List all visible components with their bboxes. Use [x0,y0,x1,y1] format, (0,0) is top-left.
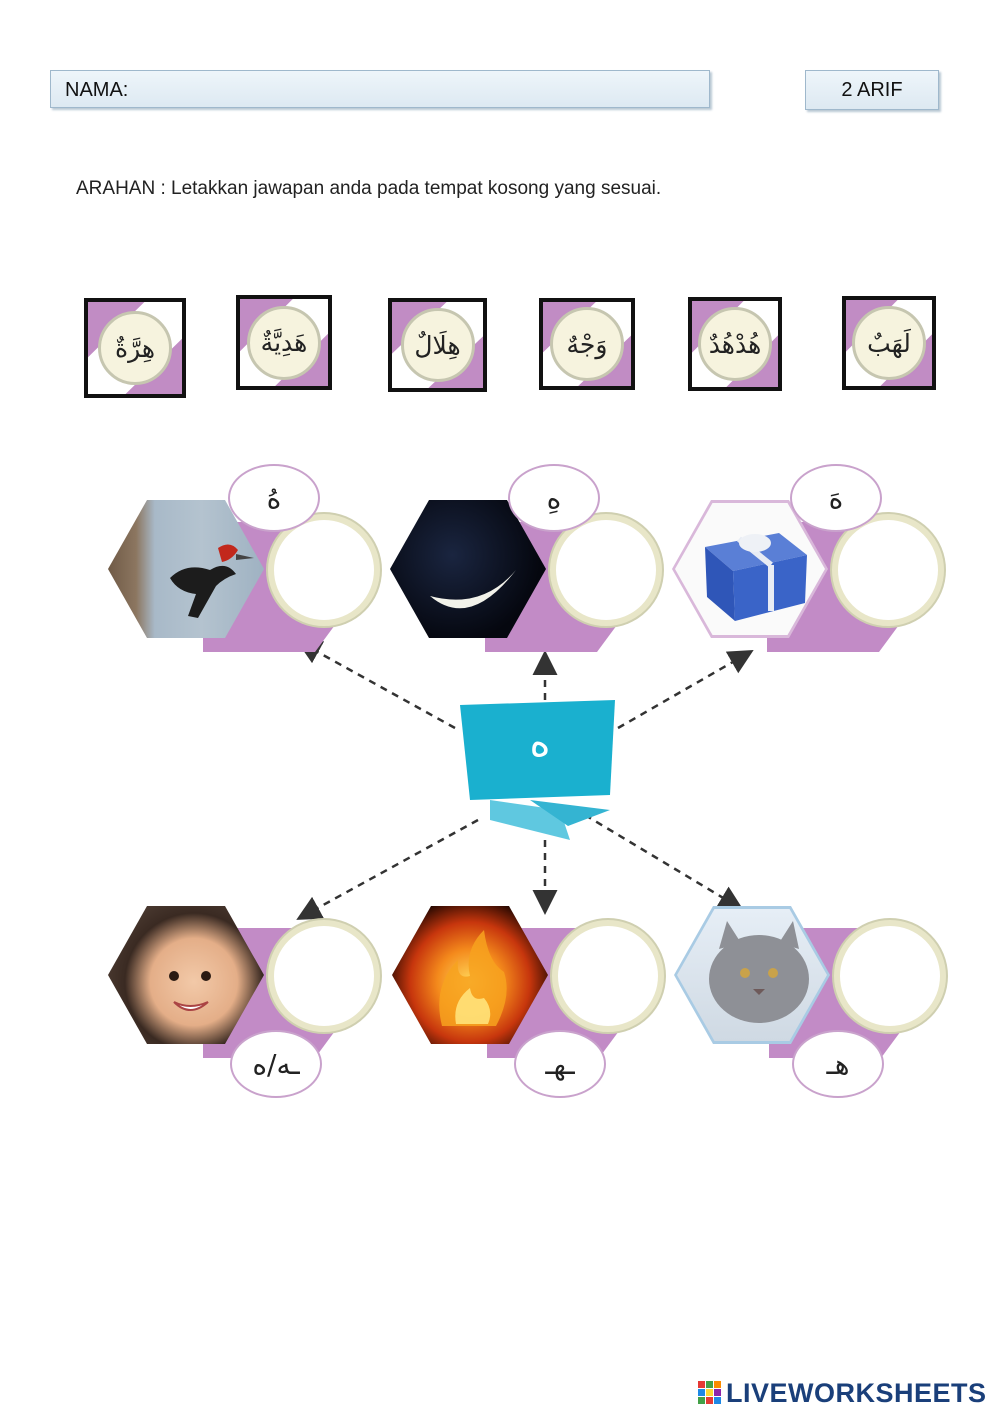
fire-image [392,906,548,1044]
drop-zone-mid[interactable] [552,920,664,1032]
class-label: 2 ARIF [841,79,903,101]
instruction-text: ARAHAN : Letakkan jawapan anda pada temp… [76,178,662,199]
card-word: هَدِيَّةٌ [247,305,321,380]
liveworksheets-logo-icon [698,1381,721,1404]
card-word: هِرَّةٌ [98,311,172,385]
gift-box-icon [705,533,807,621]
card-word: لَهَبٌ [852,306,926,380]
drop-group-end: ـه/ه [108,906,380,1098]
answer-card-hilalun[interactable]: هِلَالٌ [388,298,487,392]
gift-box-image [675,503,825,635]
brand-name: LIVEWORKSHEETS [726,1377,987,1408]
label-ha: هَ [790,464,882,532]
drop-zone-hi[interactable] [550,514,662,626]
label-end: ـه/ه [230,1030,322,1098]
center-letter: ه [529,720,551,766]
cat-image [677,909,827,1041]
label-hi: هِ [508,464,600,532]
woodpecker-icon [170,544,254,618]
child-face-image [108,906,264,1044]
answer-card-wajhun[interactable]: وَجْهٌ [539,298,635,390]
answer-card-hadiyyatun[interactable]: هَدِيَّةٌ [236,295,332,390]
drop-zone-end[interactable] [268,920,380,1032]
class-field: 2 ARIF [805,70,939,110]
answer-card-hirratun[interactable]: هِرَّةٌ [84,298,186,398]
crescent-moon-image [390,500,546,638]
card-word: وَجْهٌ [550,307,624,381]
name-label: NAMA: [65,79,129,101]
drop-zone-start[interactable] [834,920,946,1032]
drop-zone-ha[interactable] [832,514,944,626]
drop-group-hi: هِ [390,464,662,680]
label-hu: هُ [228,464,320,532]
drop-zone-hu[interactable] [268,514,380,626]
drop-group-start: هـ [674,906,946,1098]
answer-card-hudhudun[interactable]: هُدْهُدٌ [688,297,782,391]
drop-group-mid: ـهـ [392,906,664,1098]
cat-icon [709,921,809,1023]
label-mid: ـهـ [514,1030,606,1098]
crescent-moon-icon [430,570,516,609]
name-field[interactable]: NAMA: [50,70,710,108]
label-start: هـ [792,1030,884,1098]
child-face-icon [169,971,211,1011]
card-word: هِلَالٌ [400,308,475,382]
woodpecker-image [108,500,264,638]
fire-icon [439,930,507,1026]
drop-group-hu: هُ [108,464,380,680]
answer-card-lahabun[interactable]: لَهَبٌ [842,296,936,390]
drop-group-ha: هَ [672,464,944,680]
liveworksheets-logo: LIVEWORKSHEETS [698,1378,987,1408]
center-letter-ribbon: ه [460,700,620,840]
card-word: هُدْهُدٌ [698,307,772,381]
